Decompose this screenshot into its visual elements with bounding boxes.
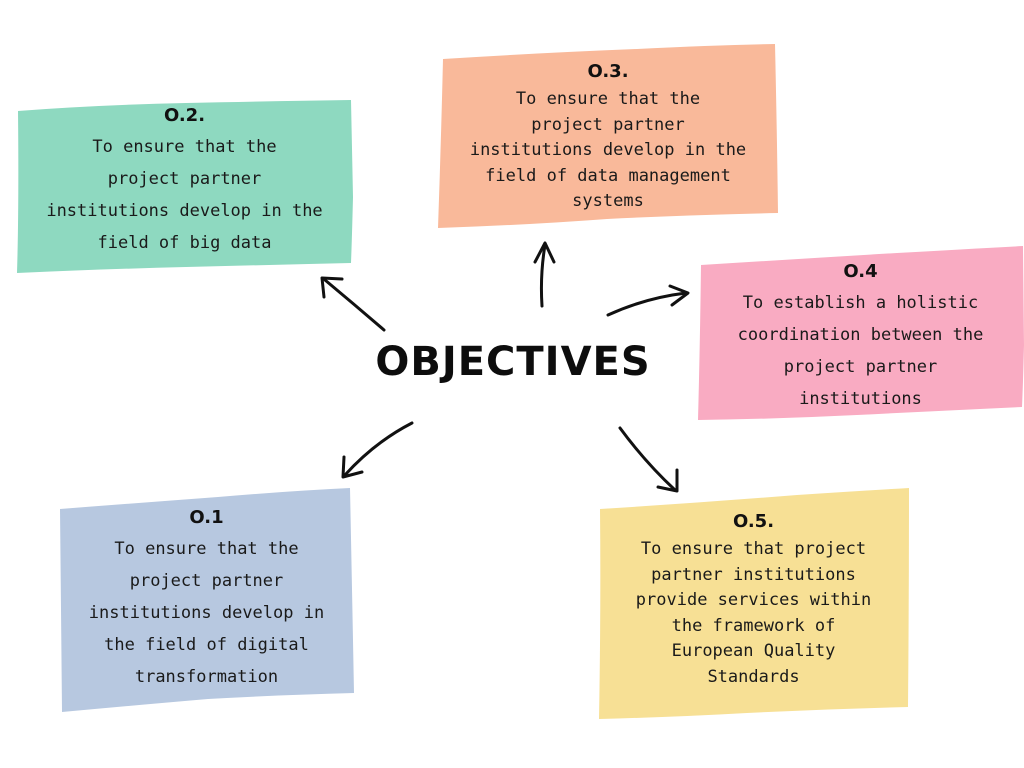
objective-card-o3: O.3. To ensure that the project partner … — [437, 43, 779, 229]
card-o5-line: European Quality — [671, 641, 836, 661]
card-o5-line: partner institutions — [651, 564, 856, 585]
card-o1-id: O.1 — [189, 507, 224, 528]
card-o4-background — [698, 246, 1024, 420]
card-o1-shape — [60, 488, 354, 712]
card-o3-line: institutions develop in the — [469, 140, 747, 160]
objective-card-o1: O.1 To ensure that the project partner i… — [58, 487, 355, 713]
card-o4-line: coordination between the — [737, 325, 984, 345]
card-o2-id: O.2. — [163, 105, 206, 126]
card-o2-line: To ensure that the — [92, 137, 277, 157]
objective-card-o5: O.5. To ensure that project partner inst… — [597, 487, 910, 720]
card-o1-line: transformation — [134, 667, 279, 687]
card-o2-shape — [17, 100, 353, 273]
card-o1-background — [60, 488, 354, 712]
card-o1-line: institutions develop in — [88, 603, 325, 623]
arrow-to-o5 — [618, 426, 679, 493]
card-o5-line: Standards — [707, 666, 800, 687]
objective-card-o4: O.4 To establish a holistic coordination… — [697, 245, 1024, 421]
center-title: OBJECTIVES — [375, 339, 651, 385]
card-o4-id: O.4 — [843, 261, 878, 282]
objective-card-o2: O.2. To ensure that the project partner … — [16, 97, 353, 274]
card-o1-line: project partner — [129, 571, 284, 591]
arrow-to-o2 — [320, 276, 386, 332]
card-o3-line: To ensure that the — [515, 89, 701, 109]
card-o5-id: O.5. — [732, 511, 775, 532]
card-o4-line: To establish a holistic — [742, 293, 979, 313]
card-o2-text: To ensure that the project partner insti… — [32, 131, 337, 259]
card-o3-line: field of data management — [485, 165, 731, 186]
arrow-to-o1 — [341, 421, 414, 479]
card-o3-id: O.3. — [587, 61, 629, 82]
card-o2-background — [17, 100, 353, 273]
card-o5-background — [599, 488, 909, 719]
card-o2-line: project partner — [107, 169, 262, 189]
card-o5-text: To ensure that project partner instituti… — [613, 537, 894, 690]
card-o5-line: the framework of — [671, 615, 836, 636]
card-o4-line: project partner — [783, 357, 938, 377]
arrow-to-o4 — [606, 284, 690, 317]
card-o1-line: the field of digital — [104, 635, 309, 655]
card-o3-line: project partner — [531, 114, 685, 135]
card-o5-shape — [599, 488, 909, 719]
arrow-to-o3 — [533, 241, 556, 308]
card-o5-line: provide services within — [635, 590, 872, 610]
card-o2-line: field of big data — [97, 233, 272, 253]
card-o3-text: To ensure that the project partner insti… — [453, 87, 763, 215]
card-o4-text: To establish a holistic coordination bet… — [713, 287, 1008, 415]
card-o2-line: institutions develop in the — [46, 201, 323, 221]
card-o1-line: To ensure that the — [114, 539, 299, 559]
card-o1-text: To ensure that the project partner insti… — [74, 533, 339, 693]
card-o3-background — [438, 44, 778, 228]
card-o3-shape — [438, 44, 778, 228]
card-o4-shape — [698, 246, 1024, 420]
card-o3-line: systems — [572, 191, 644, 211]
card-o5-line: To ensure that project — [640, 539, 867, 559]
card-o4-line: institutions — [799, 389, 922, 409]
